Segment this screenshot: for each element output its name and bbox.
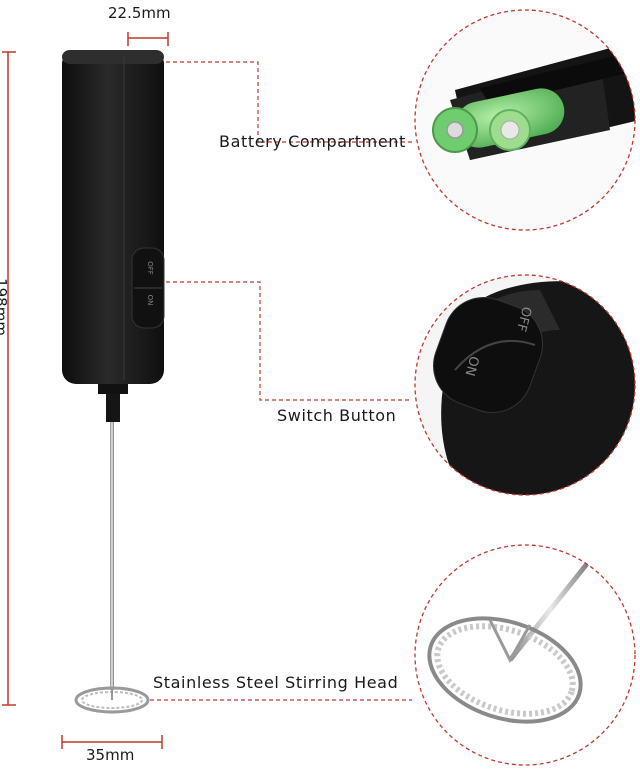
battery-compartment-label: Battery Compartment	[219, 132, 406, 151]
head-width-dimension	[61, 735, 163, 749]
leader-battery	[166, 61, 412, 143]
leader-switch	[166, 281, 412, 401]
battery-compartment-detail	[414, 9, 636, 231]
switch-on-text: ON	[146, 295, 154, 306]
steel-rod	[110, 422, 114, 690]
stirring-head-detail	[414, 544, 636, 766]
stirring-head-label: Stainless Steel Stirring Head	[153, 673, 399, 692]
switch-off-text: OFF	[146, 261, 154, 275]
width-label: 22.5mm	[108, 4, 171, 22]
switch-button-detail	[414, 274, 636, 496]
frother-device	[62, 50, 165, 714]
head-width-label: 35mm	[86, 746, 135, 764]
width-dimension	[127, 32, 169, 46]
height-dimension	[2, 51, 16, 706]
switch-button-label: Switch Button	[277, 406, 397, 425]
whisk-head-small	[74, 686, 150, 714]
detail-switch-on-text: ON	[462, 354, 482, 377]
height-label: 198mm	[0, 278, 10, 336]
detail-switch-off-text: OFF	[513, 305, 534, 333]
frother-body	[62, 50, 164, 384]
shaft-collar	[106, 394, 120, 422]
leader-lines	[150, 61, 412, 701]
